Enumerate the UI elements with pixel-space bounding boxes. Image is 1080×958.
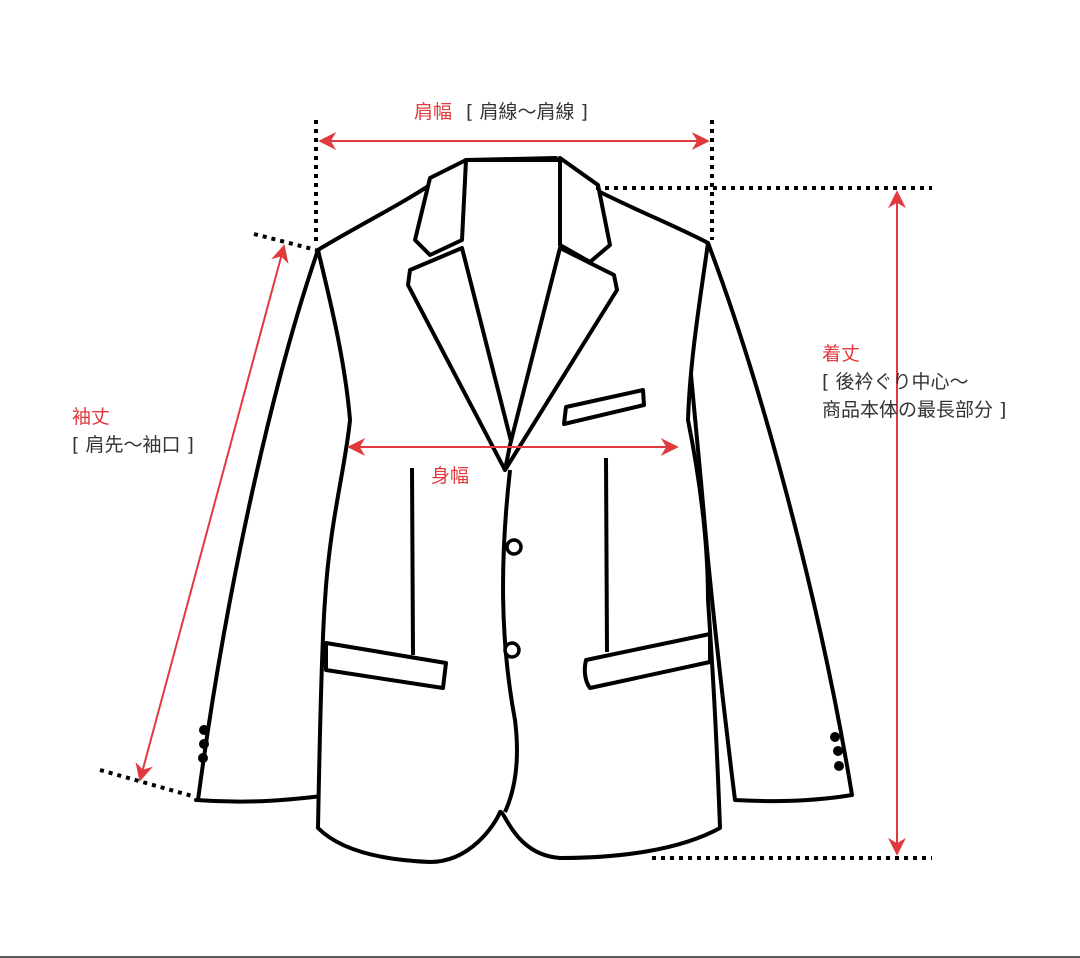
sleeve-length-description: [ 肩先～袖口 ] <box>72 434 194 456</box>
body-width-label: 身幅 <box>431 462 469 490</box>
front-button-bottom <box>503 641 521 659</box>
right-cuff-buttons <box>830 732 844 771</box>
body-length-title: 着丈 <box>822 343 861 365</box>
jacket-body <box>316 158 722 864</box>
shoulder-width-title: 肩幅 <box>414 101 453 123</box>
right-hip-pocket <box>582 632 712 690</box>
bottom-divider <box>0 956 1080 958</box>
body-length-description-line1: [ 後衿ぐり中心～ <box>822 371 969 393</box>
body-width-title: 身幅 <box>431 465 470 487</box>
left-hip-pocket <box>324 641 448 690</box>
front-opening <box>501 469 519 813</box>
front-button-top <box>505 538 523 556</box>
left-dart <box>410 467 415 656</box>
guide-lines <box>99 120 932 860</box>
left-cuff-buttons <box>198 725 209 763</box>
left-collar <box>413 158 468 257</box>
measurement-arrows <box>135 132 906 856</box>
chest-pocket <box>562 388 646 426</box>
right-dart <box>604 457 609 653</box>
sleeve-length-label: 袖丈 [ 肩先～袖口 ] <box>72 403 194 459</box>
right-collar <box>558 156 612 264</box>
sleeve-length-arrow <box>135 244 289 782</box>
left-lapel <box>406 246 514 472</box>
body-length-label: 着丈 [ 後衿ぐり中心～ 商品本体の最長部分 ] <box>822 340 1006 424</box>
shoulder-width-description: [ 肩線～肩線 ] <box>466 101 588 123</box>
body-length-description-line2: 商品本体の最長部分 ] <box>822 399 1007 421</box>
sleeve-length-title: 袖丈 <box>72 406 111 428</box>
shoulder-width-label: 肩幅 [ 肩線～肩線 ] <box>414 98 588 126</box>
right-lapel <box>503 246 619 472</box>
